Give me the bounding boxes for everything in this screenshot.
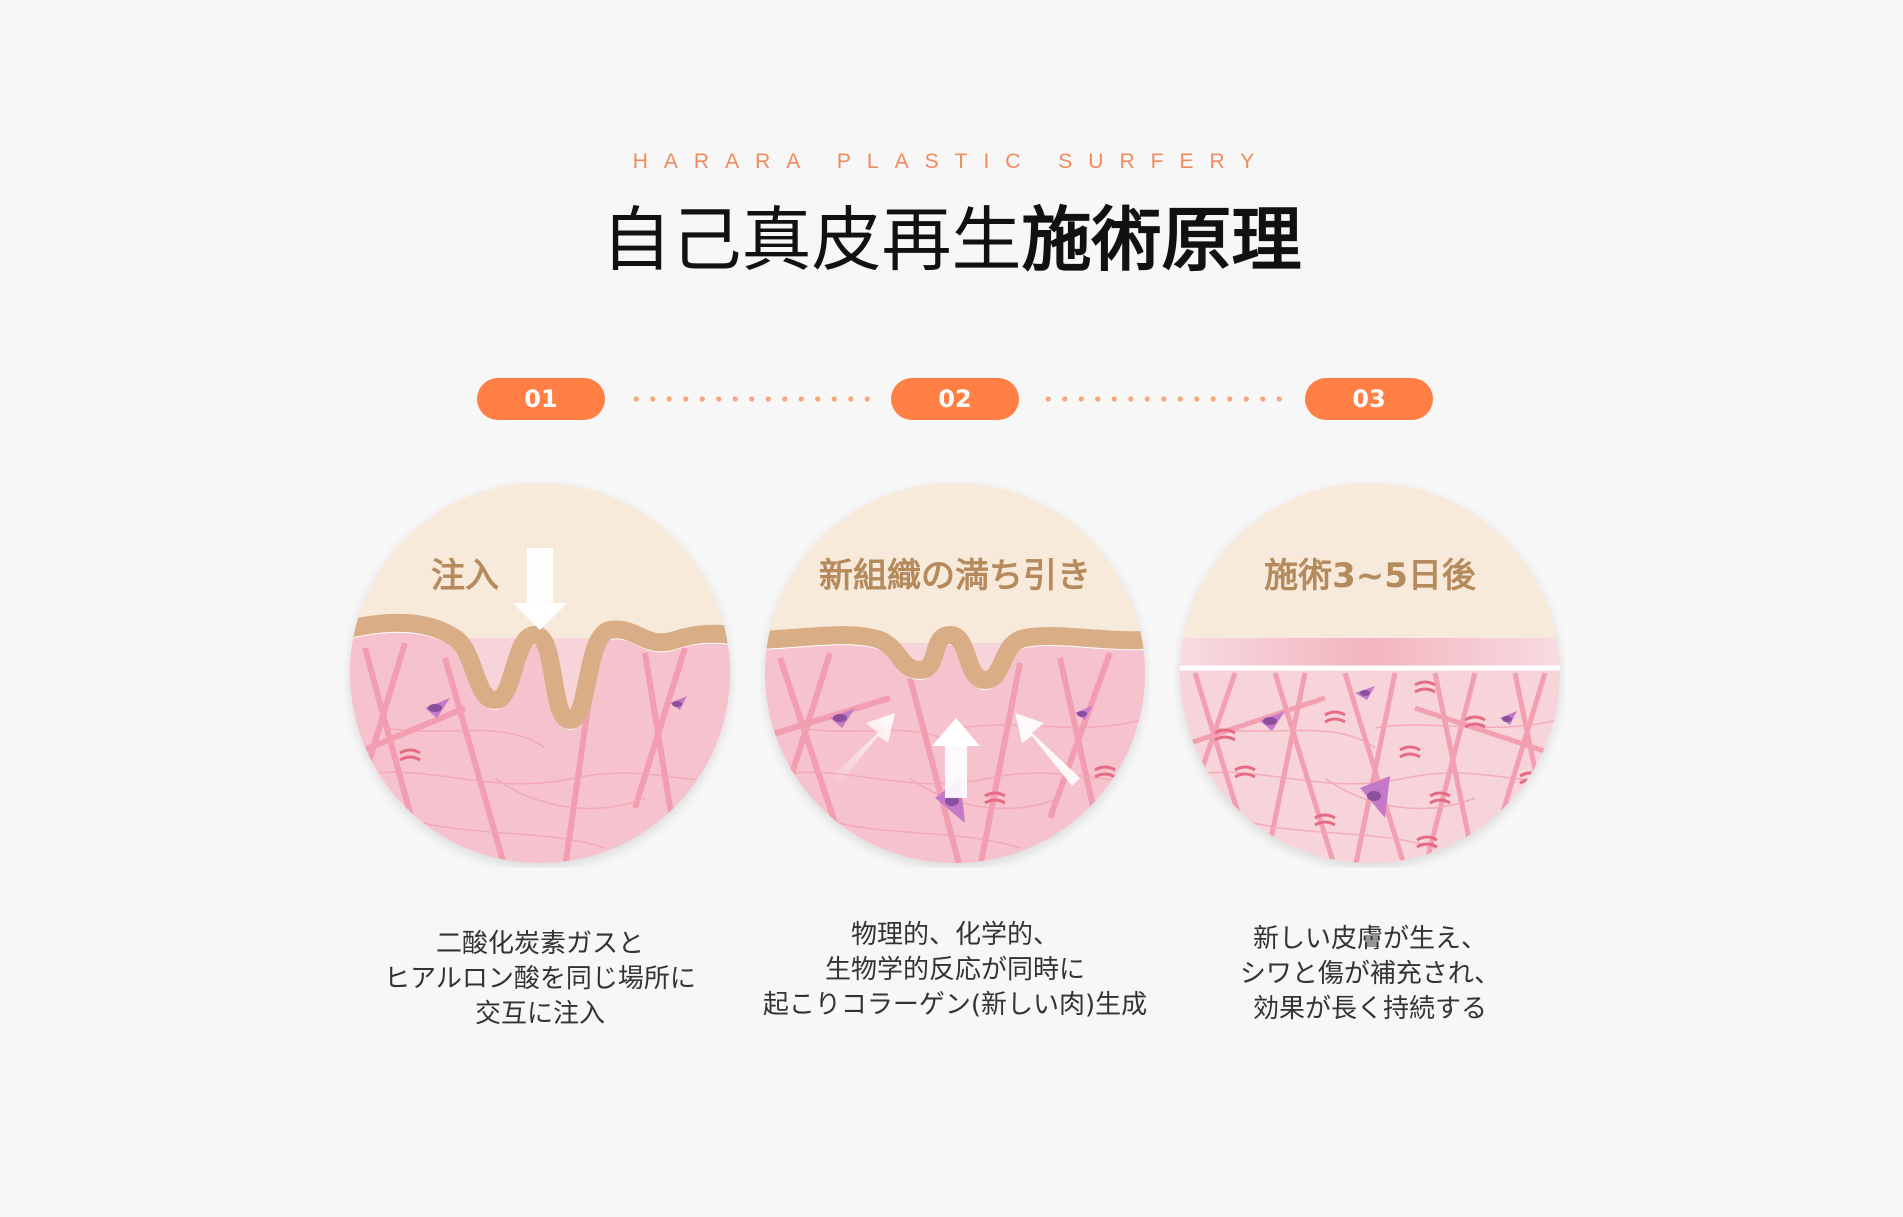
description-line: 新しい皮膚が生え、 xyxy=(1252,924,1487,954)
step-description-2: 物理的、化学的、 生物学的反応が同時に 起こりコラーゲン(新しい肉)生成 xyxy=(725,918,1185,1023)
skin-injection-illustration xyxy=(350,483,730,863)
step-connector-1 xyxy=(628,395,876,403)
circle-label-1: 注入 xyxy=(431,556,499,596)
step-connector-2 xyxy=(1040,395,1288,403)
description-line: シワと傷が補充され、 xyxy=(1239,959,1501,989)
description-line: 生物学的反応が同時に xyxy=(824,955,1085,985)
new-skin-illustration xyxy=(1180,483,1560,863)
page-title-light: 自己真皮再生 xyxy=(601,199,1022,281)
step-description-3: 新しい皮膚が生え、 シワと傷が補充され、 効果が長く持続する xyxy=(1140,922,1600,1027)
page-title: 自己真皮再生施術原理 xyxy=(0,200,1903,280)
step-indicator: 01 02 03 xyxy=(0,378,1903,420)
description-line: 交互に注入 xyxy=(474,999,605,1029)
description-line: 物理的、化学的、 xyxy=(850,920,1059,950)
description-line: 起こりコラーゲン(新しい肉)生成 xyxy=(762,990,1148,1020)
circle-label-3: 施術3~5日後 xyxy=(1264,556,1476,596)
step-illustration-2: 新組織の満ち引き xyxy=(760,478,1150,868)
description-line: 効果が長く持続する xyxy=(1252,994,1487,1024)
circle-label-2: 新組織の満ち引き xyxy=(819,556,1091,596)
step-description-1: 二酸化炭素ガスと ヒアルロン酸を同じ場所に 交互に注入 xyxy=(310,927,770,1032)
step-badge-02: 02 xyxy=(891,378,1019,420)
step-badge-01: 01 xyxy=(477,378,605,420)
step-badge-03: 03 xyxy=(1305,378,1433,420)
description-line: ヒアルロン酸を同じ場所に xyxy=(384,964,696,994)
page-title-bold: 施術原理 xyxy=(1021,199,1302,281)
description-line: 二酸化炭素ガスと xyxy=(435,929,644,959)
step-illustration-1: 注入 xyxy=(345,478,735,868)
eyebrow-text: HARARA PLASTIC SURFERY xyxy=(632,150,1271,173)
tissue-regeneration-illustration xyxy=(765,483,1145,863)
step-illustration-3: 施術3~5日後 xyxy=(1175,478,1565,868)
